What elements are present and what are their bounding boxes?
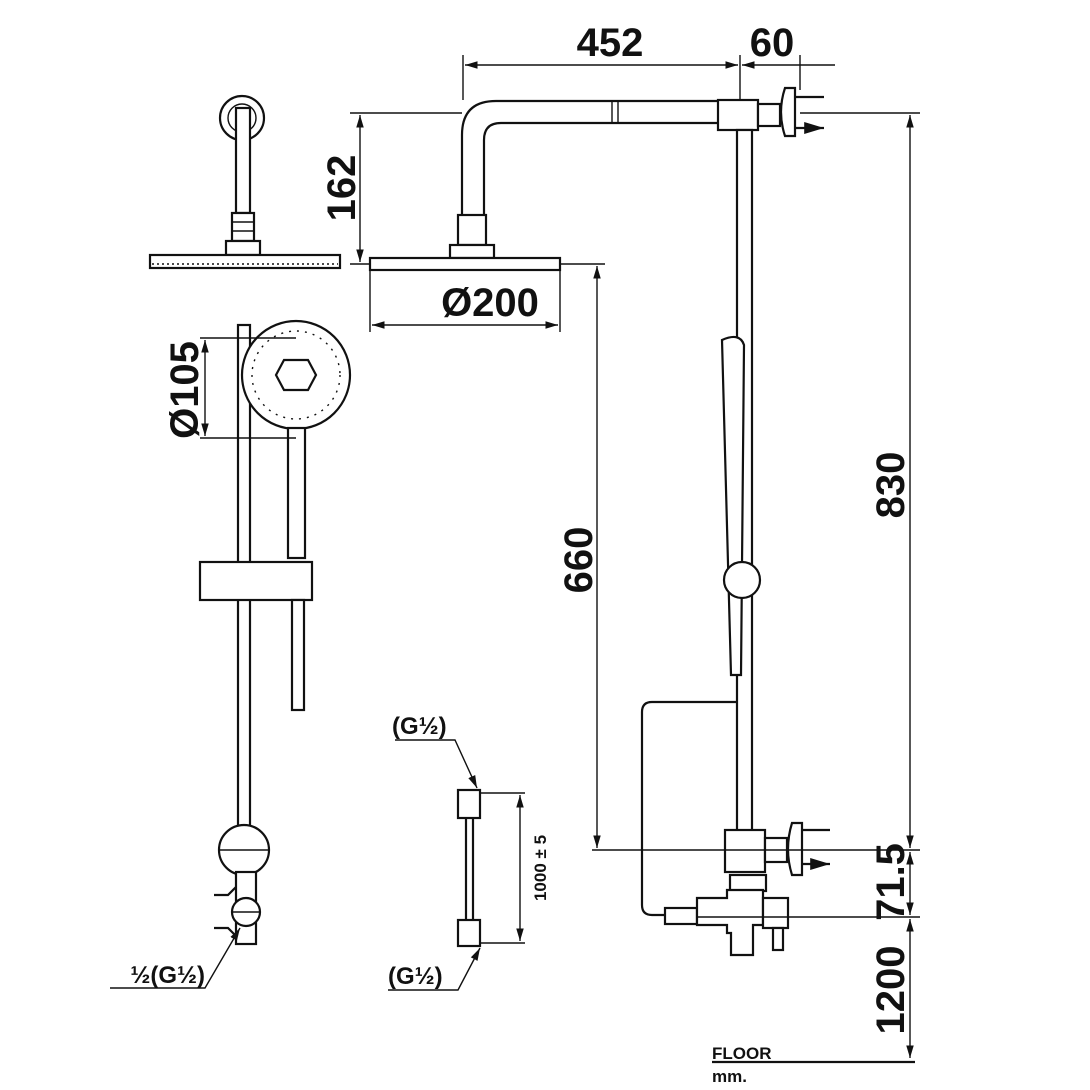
hose-top-thread-label: (G½) bbox=[392, 713, 447, 740]
units-label: mm. bbox=[712, 1067, 747, 1086]
total-height-label: 830 bbox=[869, 452, 913, 519]
valve-offset-label: 71.5 bbox=[869, 843, 913, 921]
rain-shower-head bbox=[148, 253, 342, 270]
hose-view: 1000 ± 5 (G½) (G½) bbox=[388, 713, 550, 991]
side-hand-shower bbox=[720, 335, 746, 677]
side-valve bbox=[695, 888, 765, 957]
top-wall-mount bbox=[779, 86, 797, 138]
left-thread-label: ½(G½) bbox=[130, 962, 205, 989]
floor-label: FLOOR bbox=[712, 1044, 772, 1063]
wall-offset-label: 60 bbox=[750, 21, 795, 65]
slider-bracket bbox=[198, 560, 314, 602]
floor-height-label: 1200 bbox=[869, 946, 913, 1035]
hand-shower-handle bbox=[286, 426, 307, 560]
lower-wall-mount bbox=[786, 821, 804, 877]
hose-length-label: 1000 ± 5 bbox=[531, 835, 550, 901]
hose-bottom-thread-label: (G½) bbox=[388, 963, 443, 990]
head-height-label: 162 bbox=[320, 155, 364, 222]
side-view: 452 60 162 Ø200 660 830 71.5 1200 FLOOR … bbox=[320, 21, 920, 1086]
side-slider bbox=[722, 560, 762, 600]
rail-height-label: 660 bbox=[557, 527, 601, 594]
side-rain-shower-head bbox=[368, 256, 562, 272]
head-diameter-label: Ø200 bbox=[441, 281, 539, 325]
front-view: Ø105 ½(G½) bbox=[110, 94, 352, 989]
upper-pipe bbox=[234, 106, 252, 215]
hand-shower-diameter-label: Ø105 bbox=[163, 341, 207, 439]
arm-length-label: 452 bbox=[577, 21, 644, 65]
